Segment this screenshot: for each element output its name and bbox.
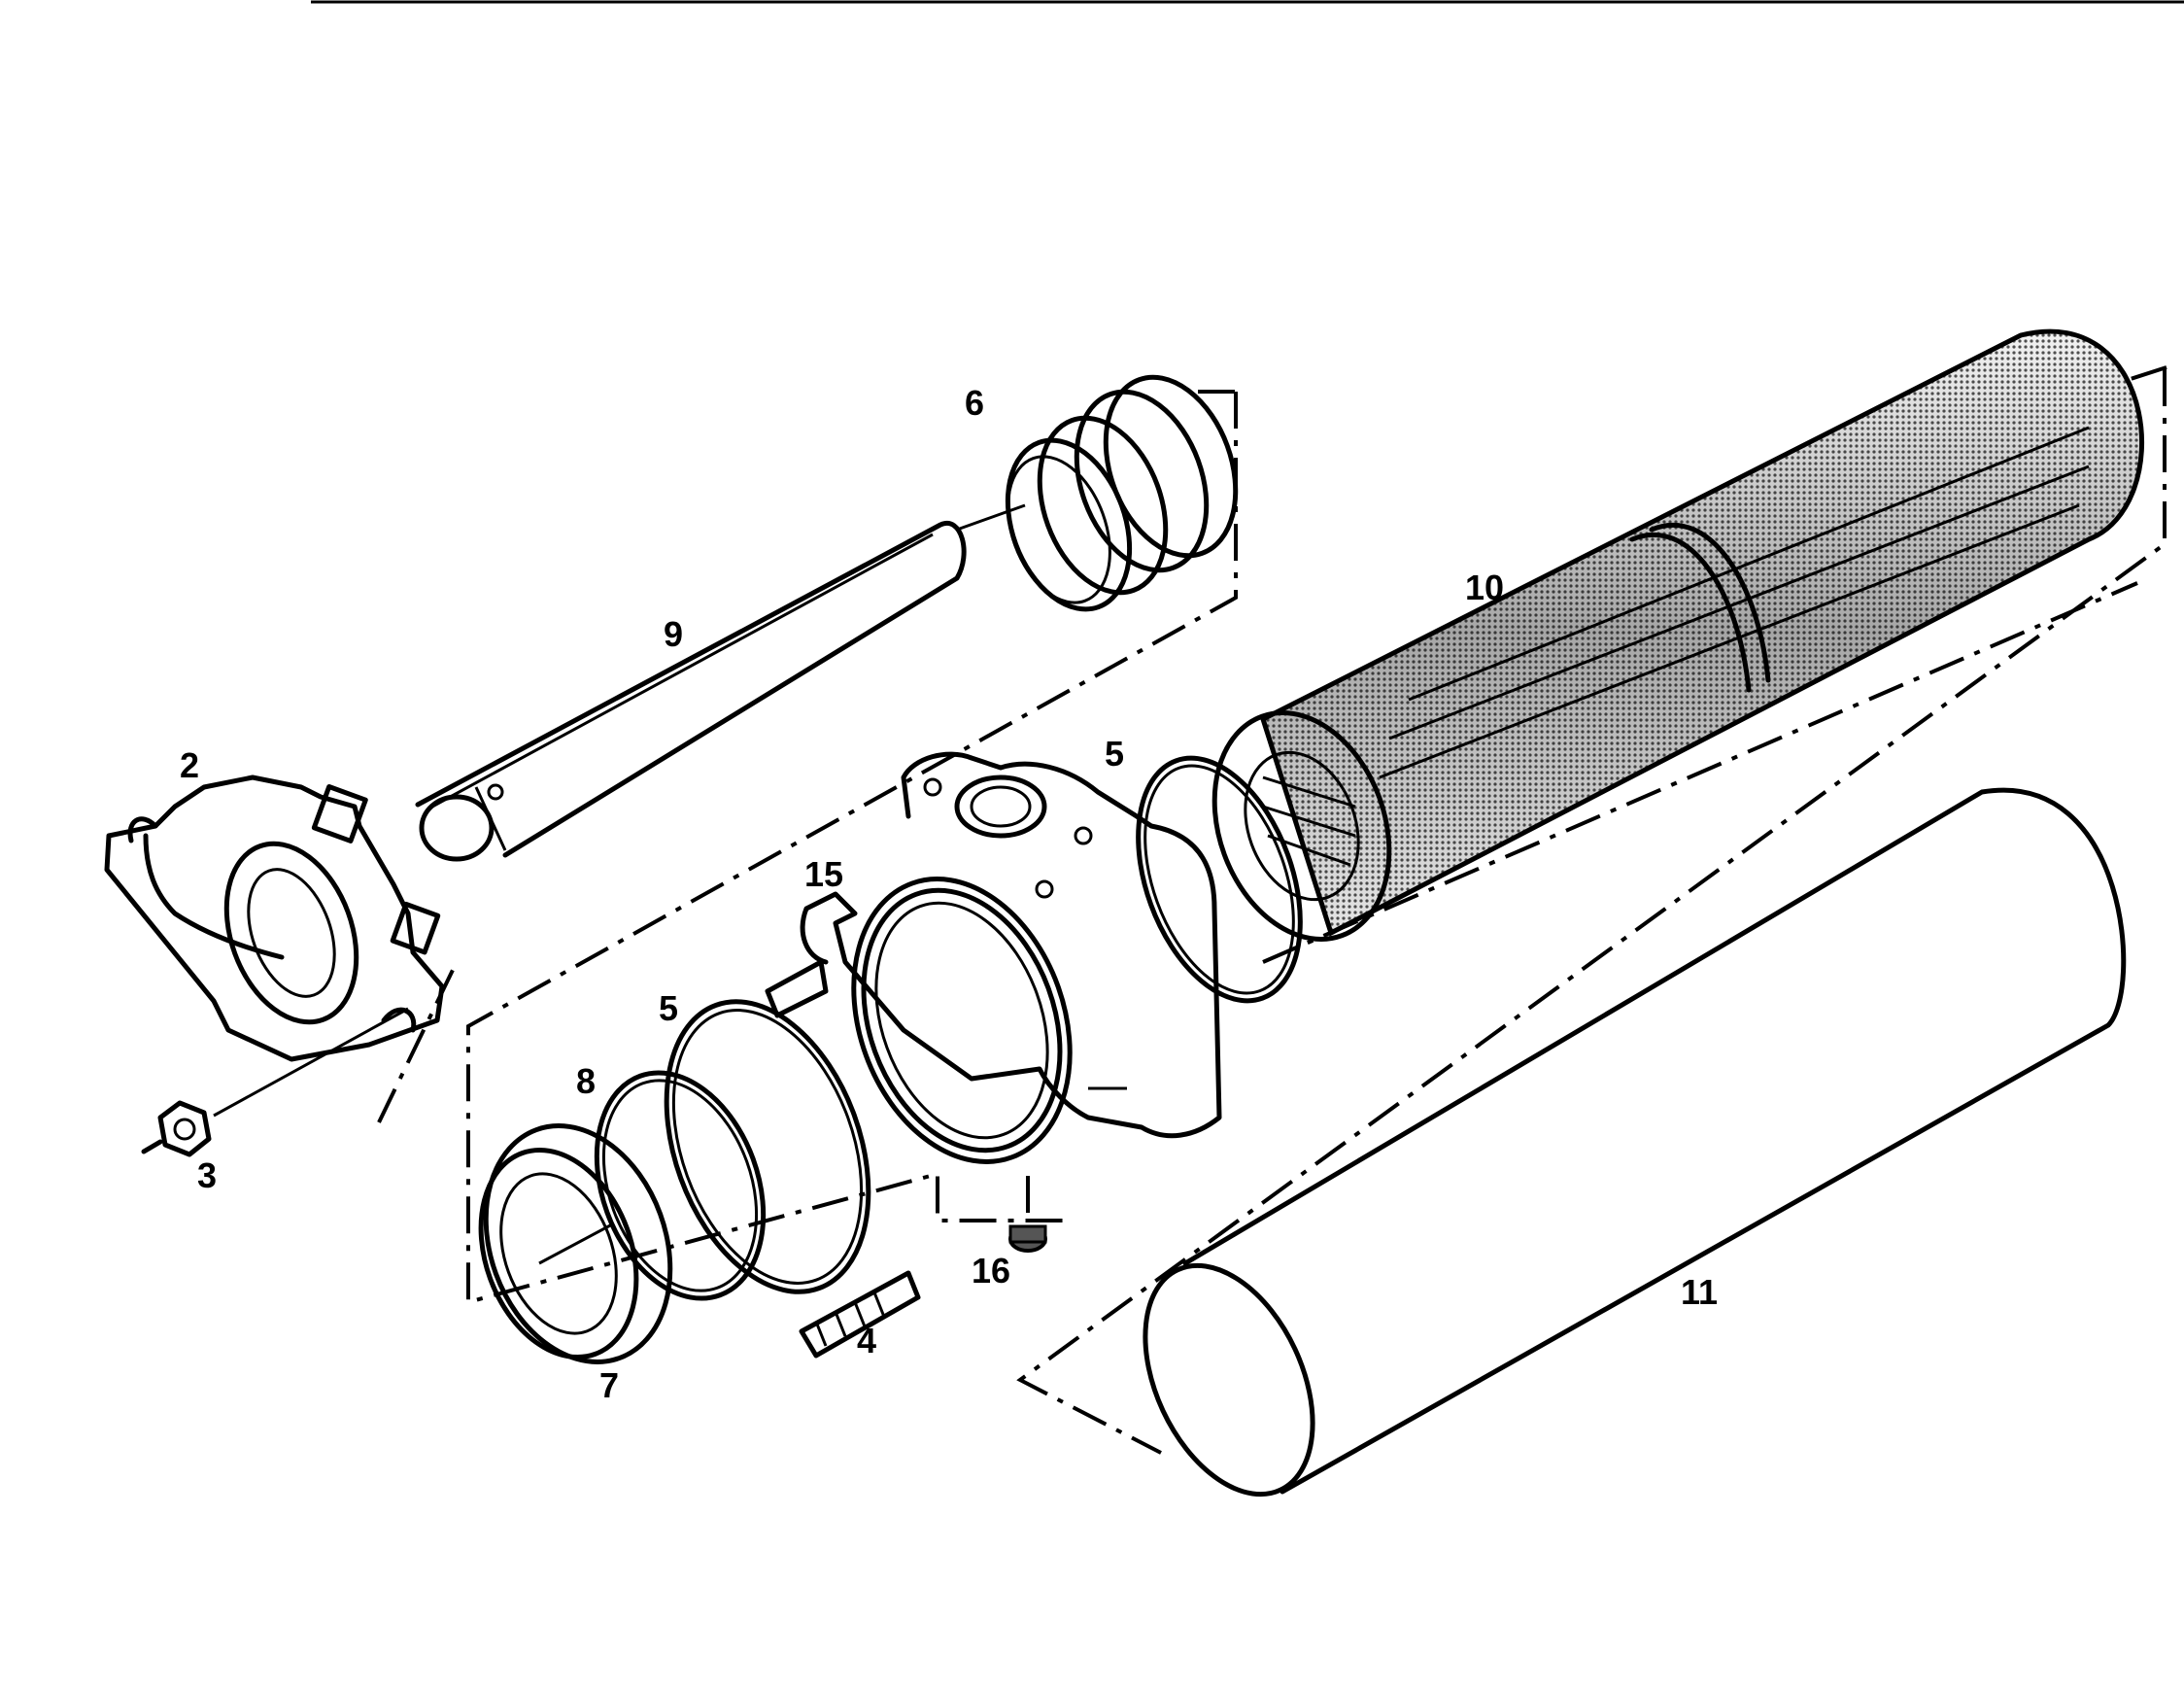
- label-part-5-left: 5: [659, 988, 678, 1028]
- label-part-6: 6: [965, 383, 984, 423]
- part-5-o-ring-right: [1136, 755, 1303, 1004]
- label-part-2: 2: [180, 745, 199, 785]
- part-11-outer-tube: [1143, 787, 2127, 1498]
- part-16-plug: [1008, 1176, 1047, 1253]
- label-part-3: 3: [197, 1155, 217, 1195]
- part-10-filter-element: [1211, 328, 2145, 942]
- label-part-5-right: 5: [1105, 734, 1124, 774]
- label-part-8: 8: [576, 1061, 596, 1101]
- assembly-boundary-lines: [377, 365, 2167, 1455]
- part-6-spring: [1005, 374, 1239, 612]
- part-7-seal: [478, 1123, 673, 1364]
- label-part-4: 4: [857, 1321, 876, 1360]
- label-part-10: 10: [1465, 568, 1504, 607]
- part-3-nut: [141, 1007, 409, 1157]
- label-part-16: 16: [972, 1251, 1010, 1291]
- part-15-valve-body: [800, 751, 1222, 1164]
- part-4-studs: [765, 959, 921, 1359]
- label-part-11: 11: [1681, 1272, 1718, 1312]
- part-9-rod: [415, 503, 1026, 862]
- label-part-15: 15: [804, 854, 843, 894]
- part-8-o-ring: [594, 1070, 767, 1301]
- part-labels: 2 3 4 5 5 6 7 8 9 10 11 15 16: [180, 383, 1718, 1405]
- label-part-7: 7: [599, 1365, 619, 1405]
- part-5-o-ring-left: [664, 999, 871, 1294]
- label-part-9: 9: [664, 614, 683, 654]
- part-2-flange-housing: [104, 775, 445, 1062]
